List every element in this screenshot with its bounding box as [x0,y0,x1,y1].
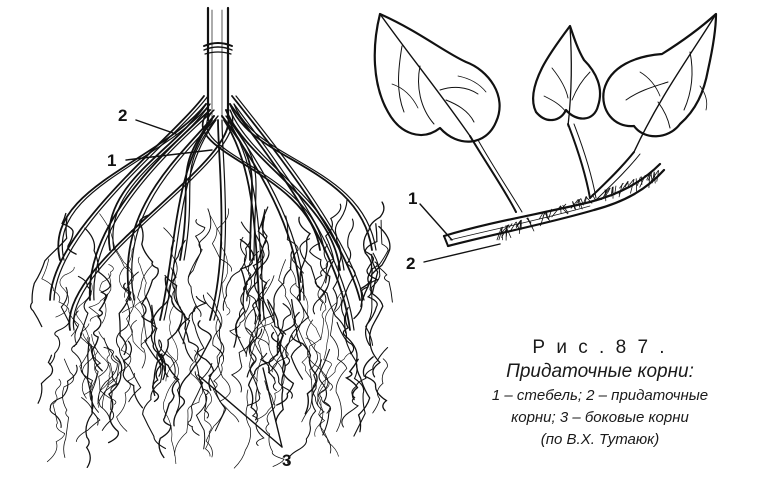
callout-1-right: 1 [408,190,417,207]
lateral-rootlet [38,355,52,403]
stem-rootlet [653,172,654,179]
leader-line-3a [198,375,282,447]
figure-caption: Р и с . 8 7 . Придаточные корни: 1 – сте… [442,336,758,450]
leader-line-1-right [420,204,452,240]
right-creeping-stem-drawing [375,14,716,262]
petioles [470,124,640,212]
leaf-large-right [603,14,716,152]
lateral-rootlet [138,265,153,368]
leaf-large-left [375,14,500,142]
stem-rootlet [654,172,655,183]
lateral-rootlet [153,278,182,396]
left-stem [204,8,232,120]
callout-2-right: 2 [406,255,415,272]
leader-line-2-left [136,120,176,134]
lateral-rootlet [31,219,67,327]
figure-legend-line-2: корни; 3 – боковые корни [442,407,758,428]
adventitious-root-strand [73,110,232,330]
callout-1-left: 1 [107,152,116,169]
lateral-rootlet [50,365,77,427]
figure-legend-line-1: 1 – стебель; 2 – придаточные [442,385,758,406]
lateral-rootlet [109,356,122,443]
lateral-rootlet [188,220,204,277]
lateral-rootlet [47,379,64,462]
callout-3-left: 3 [282,452,291,469]
lateral-rootlet [249,318,274,381]
lateral-rootlet [234,390,250,468]
leaf-small-middle [533,26,600,126]
lateral-rootlet [354,202,384,318]
leader-line-2-right [424,244,500,262]
lateral-rootlet [86,338,92,468]
stem-rootlet [552,206,561,217]
lateral-rootlet [302,320,318,422]
lateral-rootlet [99,332,113,387]
creeping-stem [444,164,664,246]
lateral-rootlet [50,287,69,364]
figure-legend-line-3: (по В.Х. Тутаюк) [442,429,758,450]
lateral-rootlet [317,291,343,406]
left-root-system-drawing [31,8,393,468]
lateral-rootlet [62,359,73,458]
leader-line-1-left [126,150,212,160]
figure-title: Придаточные корни: [442,360,758,384]
lateral-rootlet [291,312,302,379]
figure-number: Р и с . 8 7 . [442,336,758,360]
lateral-rootlet [232,302,273,392]
lateral-rootlet [285,274,309,366]
callout-2-left: 2 [118,107,127,124]
